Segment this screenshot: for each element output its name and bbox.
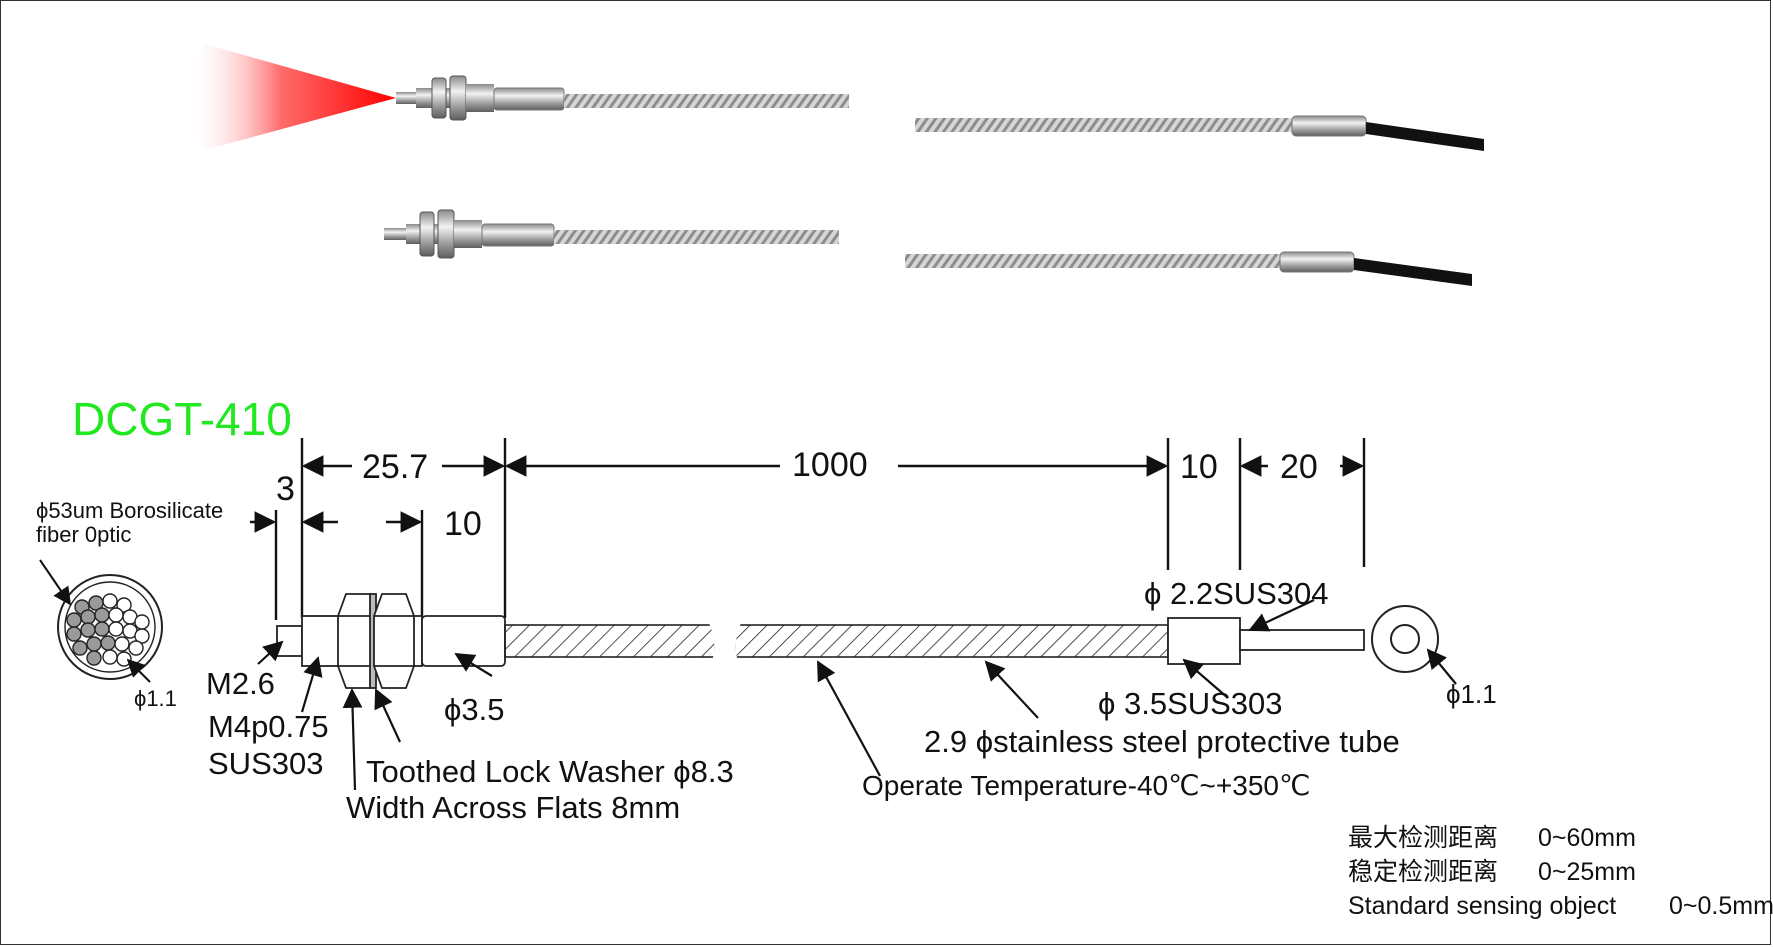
spec-list: 最大检测距离 0~60mm 稳定检测距离 0~25mm Standard sen… (1348, 824, 1773, 920)
dim-10-ferrule: 10 (1180, 448, 1218, 486)
label-ferrule: ϕ 3.5SUS303 (1098, 686, 1283, 721)
sensor-photo-bottom (384, 209, 1472, 286)
label-end-diameter: ϕ1.1 (1446, 679, 1497, 709)
label-m2-6: M2.6 (206, 666, 275, 701)
sensor-photo-top (187, 44, 1484, 151)
dim-3: 3 (276, 470, 295, 508)
spec-name: Standard sensing object (1348, 892, 1616, 920)
label-width-across-flats: Width Across Flats 8mm (346, 790, 680, 825)
spec-name: 最大检测距离 (1348, 824, 1498, 852)
spec-value: 0~60mm (1538, 824, 1636, 852)
spec-name: 稳定检测距离 (1348, 858, 1498, 886)
probe-end-ring-icon (1371, 605, 1439, 673)
dim-25-7: 25.7 (362, 448, 428, 486)
fiber-bundle-cross-section-icon (57, 574, 163, 680)
dim-20-probe: 20 (1280, 448, 1318, 486)
label-toothed-lock-washer: Toothed Lock Washer ϕ8.3 (366, 754, 734, 789)
model-label: DCGT-410 (72, 393, 292, 445)
label-operate-temperature: Operate Temperature-40℃~+350℃ (862, 770, 1310, 801)
dim-10-nut: 10 (444, 505, 482, 543)
label-protective-tube: 2.9 ϕstainless steel protective tube (924, 724, 1400, 759)
fiber-bundle-diameter: ϕ1.1 (134, 686, 177, 711)
fiber-label-line2: fiber 0ptic (36, 522, 131, 547)
label-probe-tube: ϕ 2.2SUS304 (1144, 576, 1329, 611)
red-beam-icon (187, 44, 396, 150)
label-m4p0-75: M4p0.75 (208, 709, 329, 744)
label-diameter-3-5: ϕ3.5 (444, 692, 504, 727)
sensor-head-drawing (276, 593, 506, 689)
dimension-lines (250, 438, 1366, 620)
label-sus303-thread: SUS303 (208, 746, 323, 781)
fiber-label-line1: ϕ53um Borosilicate (36, 498, 223, 523)
spec-value: 0~25mm (1538, 858, 1636, 886)
leader-arrows (257, 599, 1457, 791)
dim-1000: 1000 (792, 446, 868, 484)
spec-value: 0~0.5mm (1669, 892, 1773, 920)
protective-tube-drawing (504, 617, 1365, 665)
